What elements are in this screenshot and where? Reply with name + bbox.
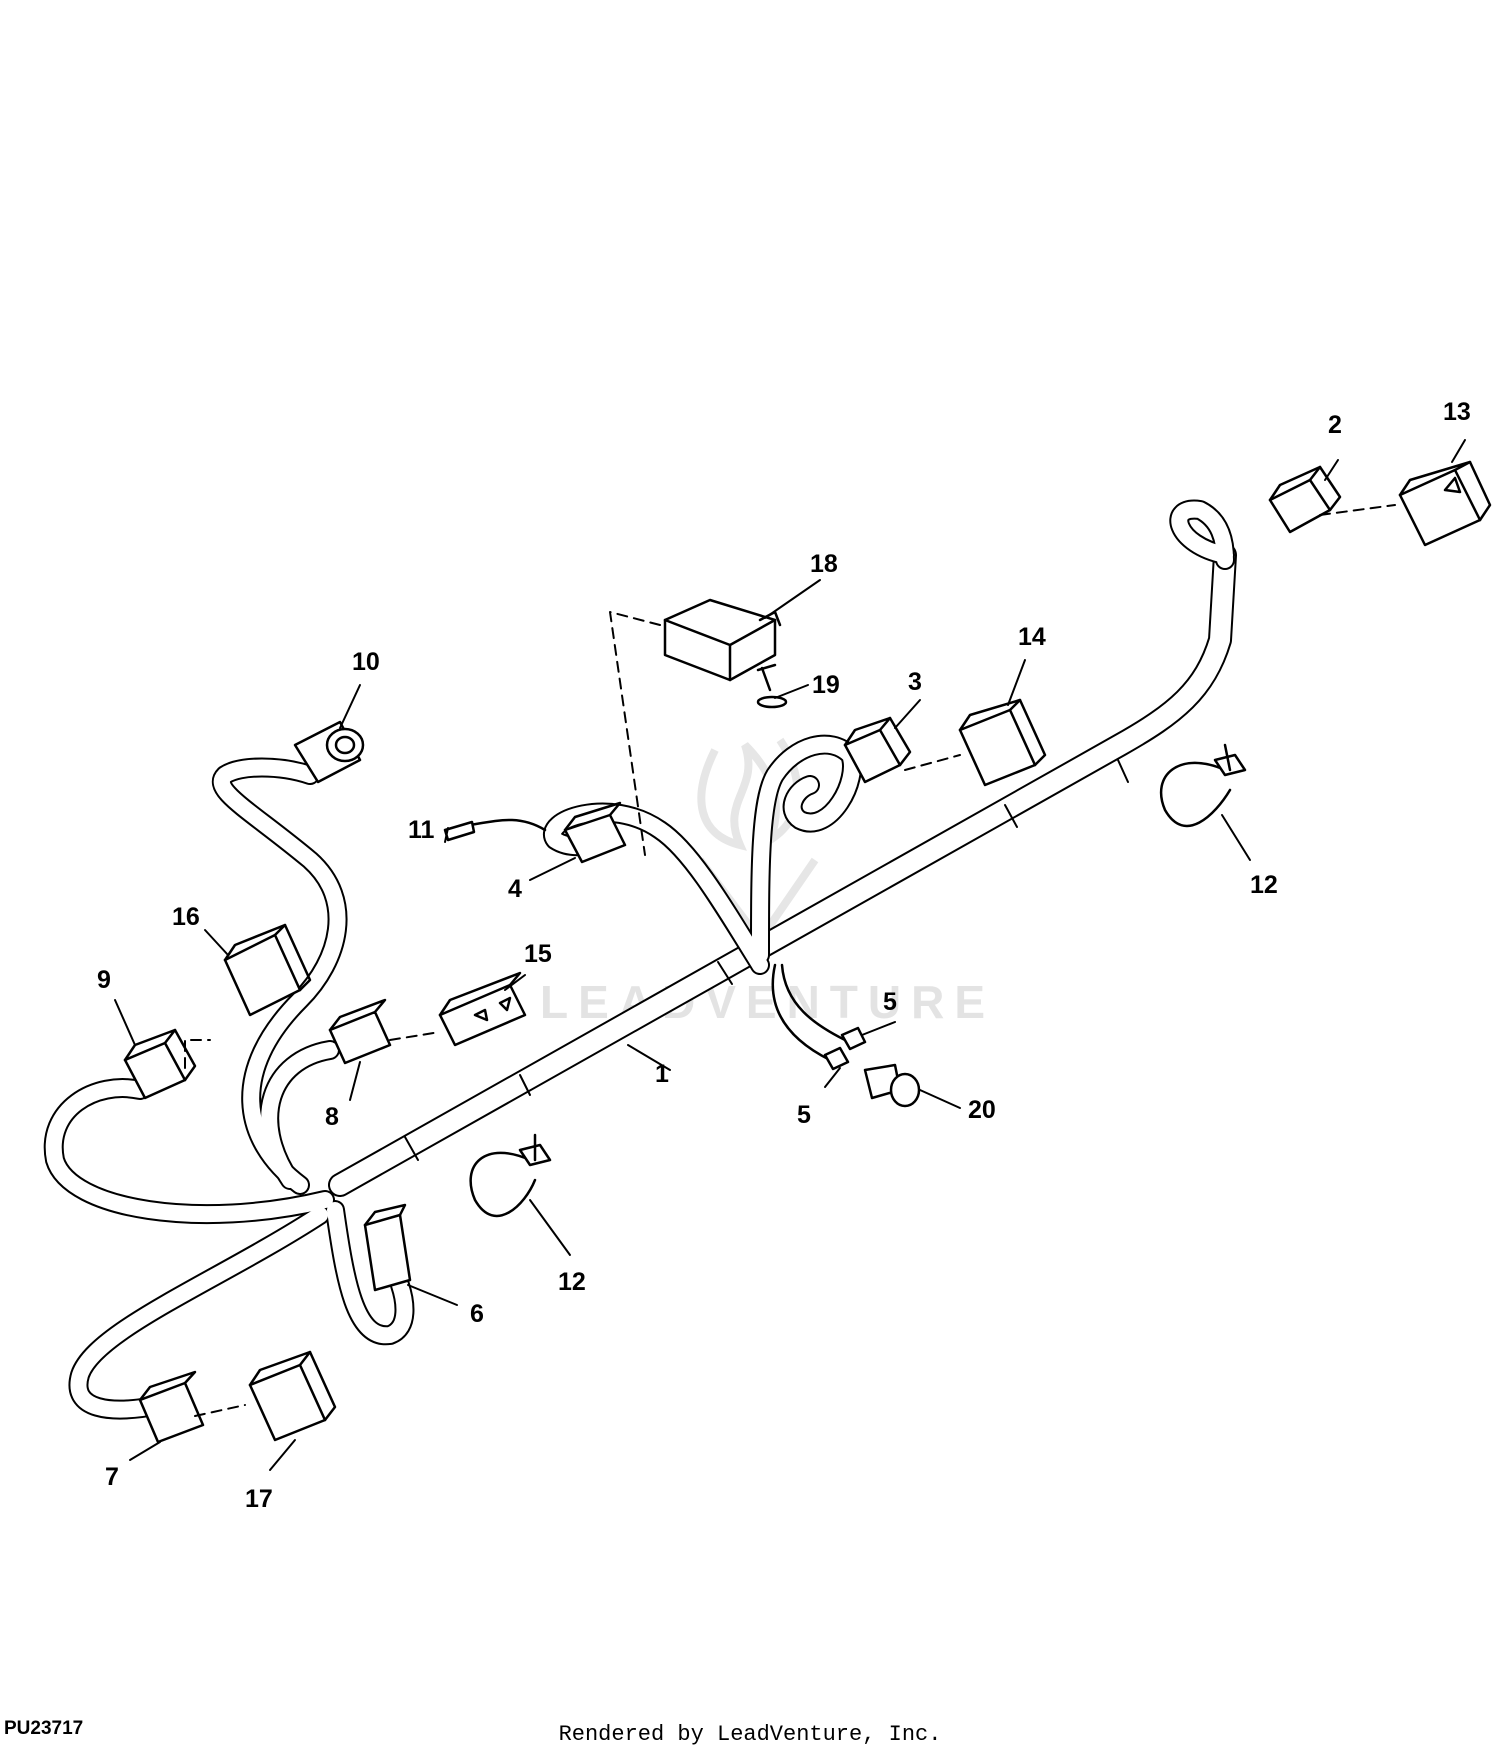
- plunger-switch-20: [863, 1063, 921, 1108]
- callout-17: 17: [245, 1485, 273, 1513]
- callout-18: 18: [810, 550, 838, 578]
- callout-5b: 5: [797, 1101, 811, 1129]
- render-credit: Rendered by LeadVenture, Inc.: [558, 1722, 942, 1747]
- callout-1: 1: [655, 1060, 669, 1088]
- rocker-switch-13: [1398, 460, 1492, 547]
- callout-4: 4: [508, 875, 522, 903]
- connector-2: [1268, 465, 1342, 534]
- callout-2: 2: [1328, 411, 1342, 439]
- callout-11: 11: [408, 816, 435, 844]
- rocker-switch-17: [248, 1350, 337, 1442]
- callout-20: 20: [968, 1096, 996, 1124]
- right-arrow-icon: [498, 996, 512, 1012]
- callout-16: 16: [172, 903, 200, 931]
- callout-14: 14: [1018, 623, 1046, 651]
- sensor-11: [443, 820, 476, 842]
- spade-terminal-5a: [823, 1046, 850, 1071]
- callout-12a: 12: [1250, 871, 1278, 899]
- callout-3: 3: [908, 668, 922, 696]
- connector-3: [843, 716, 912, 784]
- main-harness-trunk: [328, 543, 1237, 1197]
- rocker-switch-14: [958, 698, 1047, 787]
- callout-8: 8: [325, 1103, 339, 1131]
- callout-7: 7: [105, 1463, 119, 1491]
- connector-4: [563, 801, 627, 864]
- dashed-guides: [184, 504, 1396, 1417]
- connector-9: [123, 1028, 197, 1100]
- callout-12b: 12: [558, 1268, 586, 1296]
- callout-15: 15: [524, 940, 552, 968]
- callout-5a: 5: [883, 988, 897, 1016]
- harness-branches: [43, 499, 1235, 1420]
- callout-6: 6: [470, 1300, 484, 1328]
- rocker-switch-15: [438, 971, 527, 1047]
- connector-6: [363, 1203, 412, 1292]
- connector-10: [293, 720, 365, 784]
- connector-8: [328, 998, 392, 1065]
- cable-tie-12b: [469, 1133, 552, 1218]
- cable-tie-12a: [1159, 743, 1247, 828]
- callout-9: 9: [97, 966, 111, 994]
- hazard-triangle-icon: [1443, 476, 1462, 494]
- callout-labels: 1 2 3 4 5 5 6 7 8 9 10 11 12 12 13 14 15…: [97, 398, 1471, 1513]
- rocker-switch-16: [223, 923, 312, 1017]
- figure-code: PU23717: [4, 1718, 84, 1739]
- connector-7: [138, 1370, 205, 1444]
- callout-19: 19: [812, 671, 840, 699]
- screw-19: [756, 663, 788, 709]
- left-arrow-icon: [473, 1008, 489, 1022]
- callout-10: 10: [352, 648, 380, 676]
- spade-terminal-5b: [840, 1026, 867, 1051]
- leader-lines: [114, 439, 1466, 1471]
- callout-13: 13: [1443, 398, 1471, 426]
